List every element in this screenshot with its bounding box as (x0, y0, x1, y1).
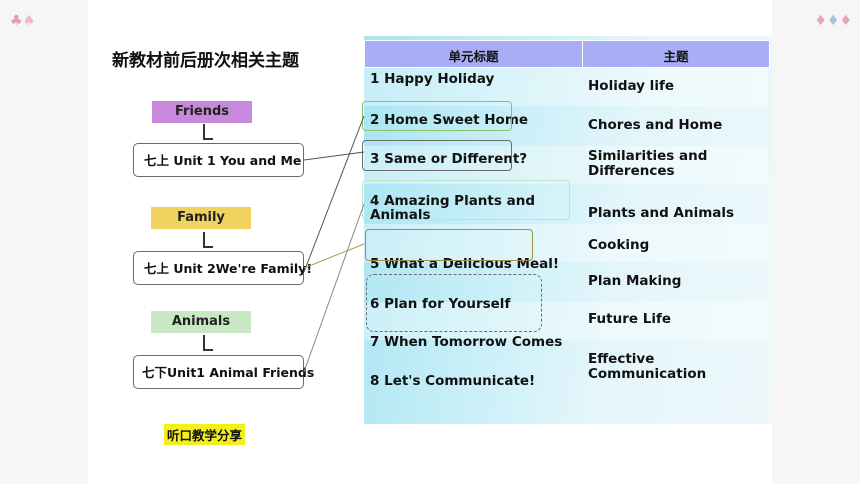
group-label-friends: Friends (152, 101, 252, 123)
unit-theme-table: 单元标题 主题 (364, 36, 772, 424)
theme-7: Future Life (588, 311, 671, 327)
group-label-animals: Animals (151, 311, 251, 333)
left-side-panel (0, 0, 88, 484)
footer-highlight: 听口教学分享 (164, 424, 246, 445)
table-row (364, 68, 768, 106)
theme-8: Effective Communication (588, 351, 707, 382)
bracket-connector (203, 335, 213, 351)
highlight-box-plan-for-yourself (366, 274, 542, 332)
connector-line (303, 115, 365, 273)
cake-decoration-left: ♣♠ (10, 12, 35, 30)
cupcake-icon: ♦ (814, 13, 827, 29)
group-label-family: Family (151, 207, 251, 229)
theme-4: Plants and Animals (588, 205, 735, 221)
highlight-box-same-or-different (362, 140, 512, 171)
unit-title-4: 4 Amazing Plants and Animals (370, 193, 535, 223)
unit-title-8: 8 Let's Communicate! (370, 373, 536, 389)
page-title: 新教材前后册次相关主题 (112, 51, 299, 71)
theme-3: Similarities and Differences (588, 148, 708, 179)
table-row (364, 224, 768, 262)
bracket-connector (203, 232, 213, 248)
cupcake-icon: ♦ (839, 13, 852, 29)
cupcake-icon: ♦ (826, 13, 840, 29)
highlight-box-plants-animals (362, 180, 570, 220)
connector-line (303, 151, 365, 161)
cake-icon: ♠ (22, 13, 36, 29)
highlight-box-home-sweet-home (362, 101, 512, 131)
unit-box-you-and-me: 七上 Unit 1 You and Me (133, 143, 304, 177)
header-theme: 主题 (663, 49, 689, 64)
table-row (364, 146, 768, 184)
unit-title-3: 3 Same or Different? (370, 151, 528, 167)
unit-title-7: 7 When Tomorrow Comes (370, 334, 563, 350)
unit-title-1: 1 Happy Holiday (370, 71, 495, 87)
unit-box-were-family: 七上 Unit 2We're Family! (133, 251, 312, 285)
unit-title-6: 6 Plan for Yourself (370, 296, 511, 312)
connector-line (303, 203, 365, 373)
theme-1: Holiday life (588, 78, 674, 94)
theme-6: Plan Making (588, 273, 682, 289)
highlight-box-delicious-meal (365, 229, 533, 261)
header-unit-title: 单元标题 (365, 41, 583, 67)
connector-line (303, 243, 365, 269)
table-header: 单元标题 主题 (364, 40, 770, 68)
theme-2: Chores and Home (588, 117, 723, 133)
right-side-panel (772, 0, 860, 484)
cupcake-decoration-right: ♦♦♦ (814, 12, 852, 30)
bracket-connector (203, 124, 213, 140)
unit-box-animal-friends: 七下Unit1 Animal Friends (133, 355, 314, 389)
unit-title-2: 2 Home Sweet Home (370, 112, 529, 128)
cake-icon: ♣ (10, 13, 23, 29)
theme-5: Cooking (588, 237, 650, 253)
table-row (364, 302, 768, 340)
